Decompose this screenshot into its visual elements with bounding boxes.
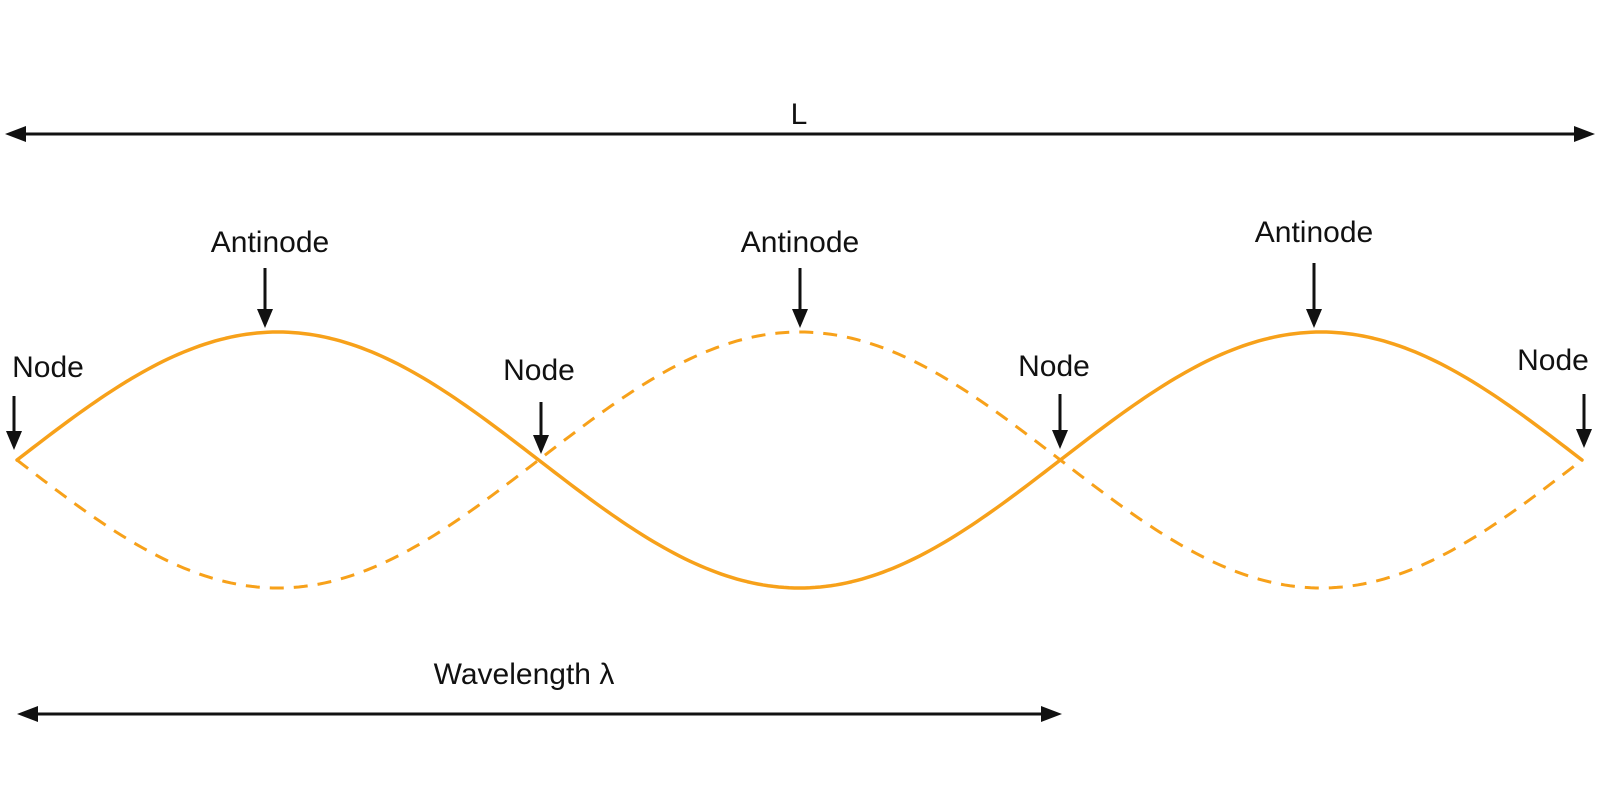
wavelength-dimension: Wavelength λ xyxy=(17,658,1062,722)
node-label: Node xyxy=(503,354,575,387)
antinode-label: Antinode xyxy=(1255,216,1373,249)
antinode-arrow-head xyxy=(792,309,808,328)
antinode-marker: Antinode xyxy=(211,226,329,328)
length-arrow-left xyxy=(5,126,26,142)
node-label: Node xyxy=(12,351,84,384)
node-arrow-head xyxy=(1576,429,1592,448)
wavelength-label: Wavelength λ xyxy=(434,658,615,691)
node-markers: Node Node Node Node xyxy=(6,344,1592,454)
node-arrow-head xyxy=(533,435,549,454)
wavelength-arrow-left xyxy=(17,706,38,722)
antinode-markers: Antinode Antinode Antinode xyxy=(211,216,1373,328)
node-arrow-head xyxy=(6,431,22,450)
node-marker: Node xyxy=(6,351,84,450)
length-arrow-right xyxy=(1574,126,1595,142)
node-marker: Node xyxy=(1018,350,1090,449)
wavelength-arrow-right xyxy=(1041,706,1062,722)
length-label: L xyxy=(791,98,808,131)
wave-solid-line xyxy=(15,330,1584,590)
length-dimension: L xyxy=(5,98,1595,142)
antinode-label: Antinode xyxy=(211,226,329,259)
node-label: Node xyxy=(1517,344,1589,377)
antinode-arrow-head xyxy=(257,309,273,328)
antinode-marker: Antinode xyxy=(741,226,859,328)
antinode-label: Antinode xyxy=(741,226,859,259)
node-marker: Node xyxy=(503,354,575,454)
standing-wave xyxy=(15,330,1584,590)
wave-dashed-line xyxy=(16,330,1583,590)
antinode-arrow-head xyxy=(1306,309,1322,328)
node-arrow-head xyxy=(1052,430,1068,449)
node-marker: Node xyxy=(1517,344,1592,448)
antinode-marker: Antinode xyxy=(1255,216,1373,328)
node-label: Node xyxy=(1018,350,1090,383)
